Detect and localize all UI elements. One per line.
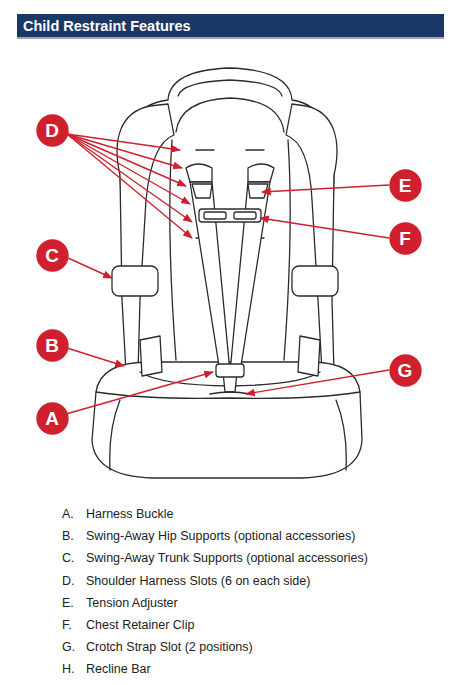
shoulder-strap <box>248 164 274 182</box>
headrest-line <box>178 80 282 96</box>
feature-name: Swing-Away Trunk Supports (optional acce… <box>86 551 368 565</box>
list-marker: C. <box>62 551 75 565</box>
feature-name: Harness Buckle <box>86 507 174 521</box>
hip-support <box>140 336 162 376</box>
circle-fill <box>36 239 68 271</box>
circle-fill <box>36 329 68 361</box>
circle-fill <box>389 169 421 201</box>
tension-adjuster <box>248 184 268 198</box>
feature-name: Swing-Away Hip Supports (optional access… <box>86 529 355 543</box>
right-wing <box>286 104 337 372</box>
callout-circle: E <box>389 169 422 202</box>
callout-circle: B <box>36 329 69 362</box>
leader-line <box>262 185 389 192</box>
list-marker: E. <box>62 596 74 610</box>
title-text: Child Restraint Features <box>23 18 191 34</box>
callout-letter: B <box>36 329 69 362</box>
circle-fill <box>389 354 421 386</box>
harness-buckle <box>216 364 244 377</box>
callout-circle: C <box>36 239 69 272</box>
list-marker: A. <box>62 507 74 521</box>
left-wing <box>117 104 174 372</box>
callout-letter: D <box>36 114 69 147</box>
circle-fill <box>36 114 68 146</box>
hip-support <box>298 336 320 376</box>
callout-circle: G <box>389 354 422 387</box>
list-marker: F. <box>62 618 72 632</box>
crotch-slot <box>210 392 250 394</box>
callout-letter: F <box>389 222 422 255</box>
cushion-line <box>170 140 290 360</box>
leader-line <box>67 134 192 222</box>
leader-line <box>260 218 389 238</box>
list-marker: B. <box>62 529 74 543</box>
circle-fill <box>36 402 68 434</box>
shoulder-strap <box>186 164 212 182</box>
feature-name: Recline Bar <box>86 662 151 676</box>
callout-circle: F <box>389 222 422 255</box>
chest-clip-part <box>234 212 256 219</box>
callout-letter: E <box>389 169 422 202</box>
trunk-support <box>112 266 158 296</box>
list-marker: D. <box>62 574 75 588</box>
callout-letter: C <box>36 239 69 272</box>
chest-clip <box>199 209 261 222</box>
leader-line <box>67 134 186 186</box>
leader-line <box>66 372 213 414</box>
headrest-line <box>176 98 284 132</box>
callout-circle: D <box>36 114 69 147</box>
leader-line <box>67 348 124 366</box>
tension-adjuster <box>192 184 212 198</box>
feature-name: Tension Adjuster <box>86 596 178 610</box>
list-marker: H. <box>62 662 75 676</box>
callout-circle: A <box>36 402 69 435</box>
seat-base <box>92 362 362 478</box>
callout-letter: G <box>389 354 422 387</box>
trunk-support <box>292 266 338 296</box>
leader-line <box>67 134 192 238</box>
feature-name: Chest Retainer Clip <box>86 618 194 632</box>
leader-lines <box>66 134 389 414</box>
seat-base-line <box>110 400 347 470</box>
leader-line <box>68 258 112 278</box>
leader-line <box>67 134 190 204</box>
seat-base-line <box>96 392 360 398</box>
leader-line <box>67 134 182 168</box>
chest-clip-part <box>204 212 226 219</box>
list-marker: G. <box>62 640 75 654</box>
seat-outline <box>92 68 362 478</box>
feature-name: Crotch Strap Slot (2 positions) <box>86 640 253 654</box>
callout-letter: A <box>36 402 69 435</box>
title-bar: Child Restraint Features <box>17 14 444 39</box>
leader-line <box>246 370 389 394</box>
feature-name: Shoulder Harness Slots (6 on each side) <box>86 574 310 588</box>
circle-fill <box>389 222 421 254</box>
